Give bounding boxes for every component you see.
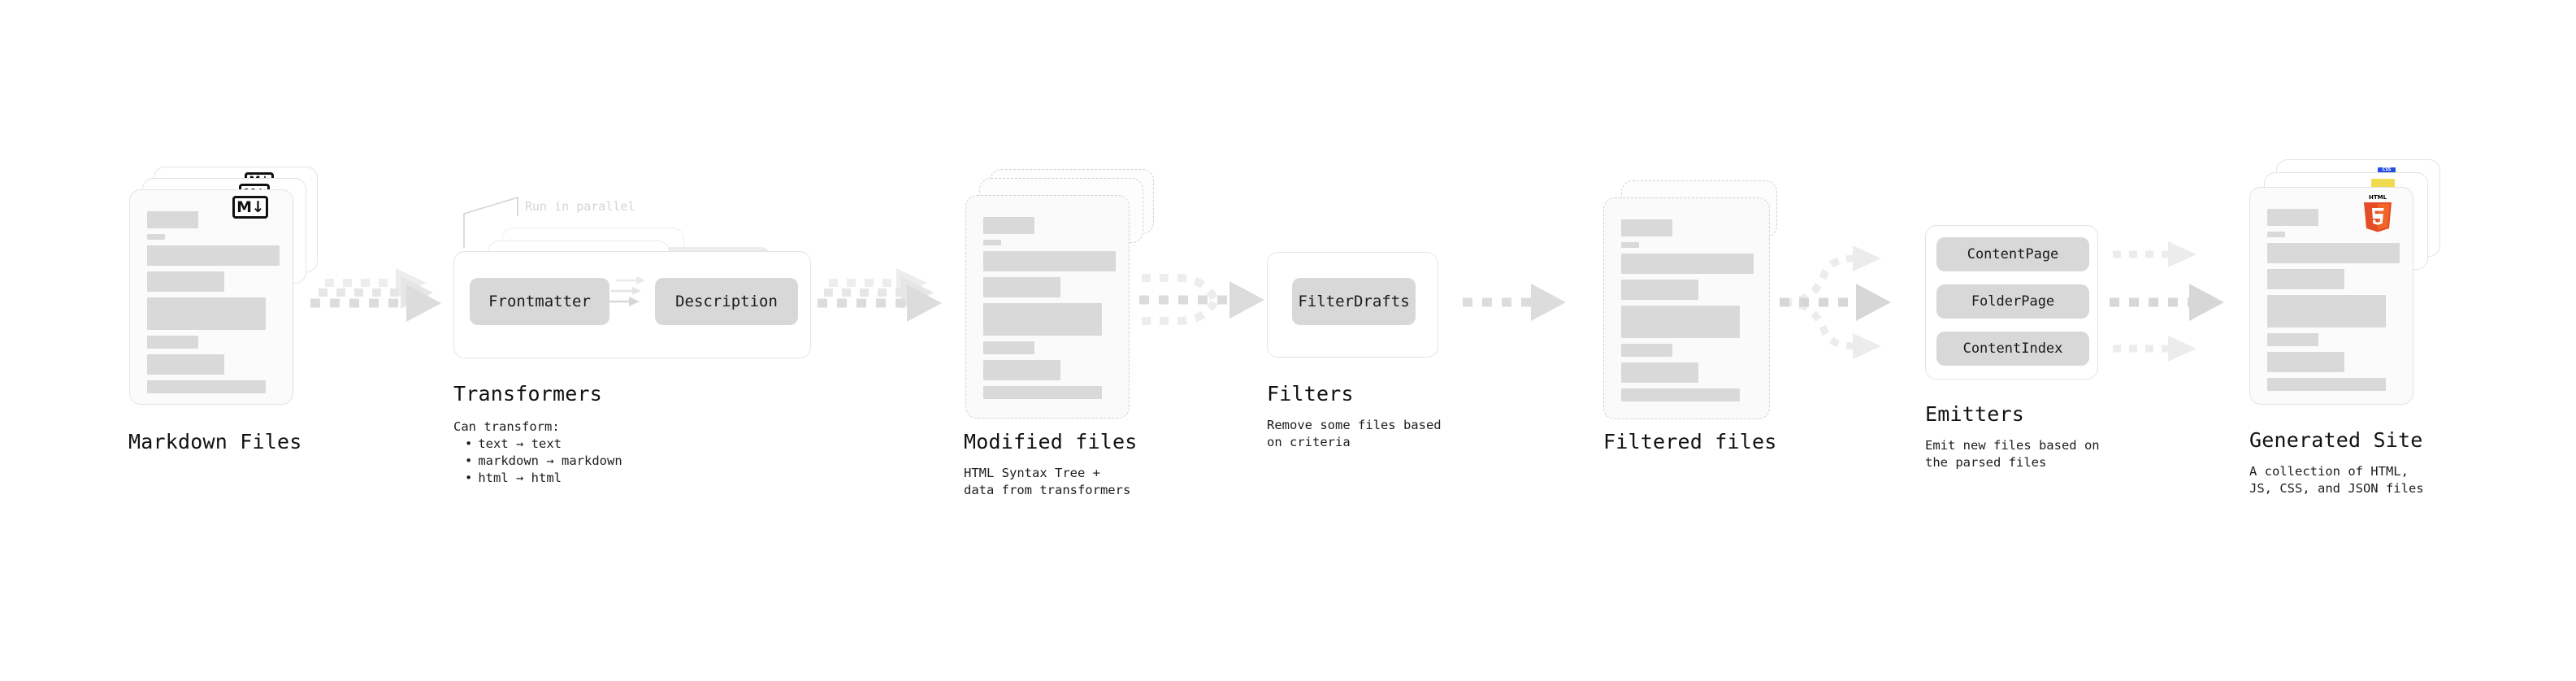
emitter-chip-contentindex-label: ContentIndex bbox=[1962, 340, 2063, 357]
filter-chip-filterdrafts[interactable]: FilterDrafts bbox=[1292, 278, 1416, 325]
skeleton-line-5 bbox=[147, 354, 224, 375]
skeleton-line-1 bbox=[2267, 243, 2400, 263]
transformer-chip-frontmatter-label: Frontmatter bbox=[488, 293, 591, 310]
skeleton-sub bbox=[1621, 242, 1639, 248]
emitters-title: Emitters bbox=[1925, 402, 2025, 426]
skeleton-line-3 bbox=[147, 297, 266, 330]
transformer-chip-description[interactable]: Description bbox=[655, 278, 798, 325]
emitters-description: Emit new files based on the parsed files bbox=[1925, 438, 2100, 470]
emitter-chip-folderpage-label: FolderPage bbox=[1971, 293, 2055, 310]
skeleton-line-2 bbox=[2267, 269, 2344, 289]
markdown-files-title: Markdown Files bbox=[128, 430, 302, 453]
filters-description: Remove some files based on criteria bbox=[1267, 418, 1442, 449]
skeleton-sub bbox=[2267, 232, 2285, 237]
skeleton-line-6 bbox=[2267, 378, 2386, 391]
generated-site-title: Generated Site bbox=[2249, 428, 2423, 452]
skeleton-line-1 bbox=[147, 245, 280, 266]
transformers-bullet-1: markdown → markdown bbox=[465, 453, 622, 470]
css-icon-label: CSS bbox=[2382, 167, 2392, 172]
skeleton-line-4 bbox=[1621, 344, 1672, 357]
transformer-chip-frontmatter[interactable]: Frontmatter bbox=[470, 278, 609, 325]
skeleton-line-5 bbox=[1621, 362, 1698, 383]
emitter-chip-contentpage-label: ContentPage bbox=[1967, 246, 2059, 262]
css-icon: CSS bbox=[2378, 167, 2396, 175]
emitter-chip-folderpage[interactable]: FolderPage bbox=[1936, 284, 2089, 319]
skeleton-sub bbox=[147, 234, 165, 240]
skeleton-line-2 bbox=[983, 277, 1060, 297]
run-in-parallel-note: Run in parallel bbox=[525, 199, 635, 214]
skeleton-line-5 bbox=[983, 360, 1060, 380]
skeleton-title bbox=[147, 211, 198, 228]
transformers-bullet-list: text → text markdown → markdown html → h… bbox=[453, 436, 622, 487]
transformers-bullets-lead: Can transform: bbox=[453, 419, 560, 434]
skeleton-line-3 bbox=[1621, 306, 1740, 338]
skeleton-title bbox=[983, 217, 1034, 234]
skeleton-line-3 bbox=[2267, 295, 2386, 327]
transformer-chip-description-label: Description bbox=[675, 293, 778, 310]
markdown-icon-label: M↓ bbox=[236, 198, 264, 216]
skeleton-line-6 bbox=[147, 380, 266, 393]
transformers-description: Can transform: text → text markdown → ma… bbox=[453, 419, 622, 487]
skeleton-line-1 bbox=[1621, 254, 1754, 274]
filter-chip-filterdrafts-label: FilterDrafts bbox=[1298, 293, 1410, 310]
filtered-files-title: Filtered files bbox=[1603, 430, 1777, 453]
skeleton-line-6 bbox=[983, 386, 1102, 399]
modified-files-title: Modified files bbox=[964, 430, 1138, 453]
skeleton-line-5 bbox=[2267, 352, 2344, 372]
filtered-file-card bbox=[1603, 197, 1770, 419]
filters-title: Filters bbox=[1267, 382, 1354, 406]
emitter-chip-contentindex[interactable]: ContentIndex bbox=[1936, 332, 2089, 366]
modified-files-description: HTML Syntax Tree + data from transformer… bbox=[964, 466, 1131, 497]
skeleton-title bbox=[2267, 209, 2318, 226]
html5-icon: HTML bbox=[2364, 194, 2392, 232]
skeleton-line-4 bbox=[2267, 333, 2318, 346]
html5-icon-wordmark: HTML bbox=[2369, 194, 2387, 201]
generated-site-description: A collection of HTML, JS, CSS, and JSON … bbox=[2249, 464, 2424, 496]
skeleton-line-1 bbox=[983, 251, 1116, 271]
transformers-bullet-0: text → text bbox=[465, 436, 622, 453]
skeleton-line-2 bbox=[1621, 280, 1698, 300]
skeleton-line-2 bbox=[147, 271, 224, 292]
skeleton-line-3 bbox=[983, 303, 1102, 336]
skeleton-line-4 bbox=[983, 341, 1034, 354]
site-file-card bbox=[2249, 187, 2413, 405]
skeleton-line-6 bbox=[1621, 388, 1740, 401]
transformers-bullet-2: html → html bbox=[465, 470, 622, 487]
skeleton-sub bbox=[983, 240, 1001, 245]
skeleton-line-4 bbox=[147, 336, 198, 349]
skeleton-title bbox=[1621, 219, 1672, 236]
transformers-title: Transformers bbox=[453, 382, 603, 406]
markdown-icon: M↓ bbox=[232, 196, 268, 219]
modified-file-card bbox=[965, 195, 1130, 419]
markdown-file-card bbox=[129, 189, 293, 405]
emitter-chip-contentpage[interactable]: ContentPage bbox=[1936, 237, 2089, 271]
